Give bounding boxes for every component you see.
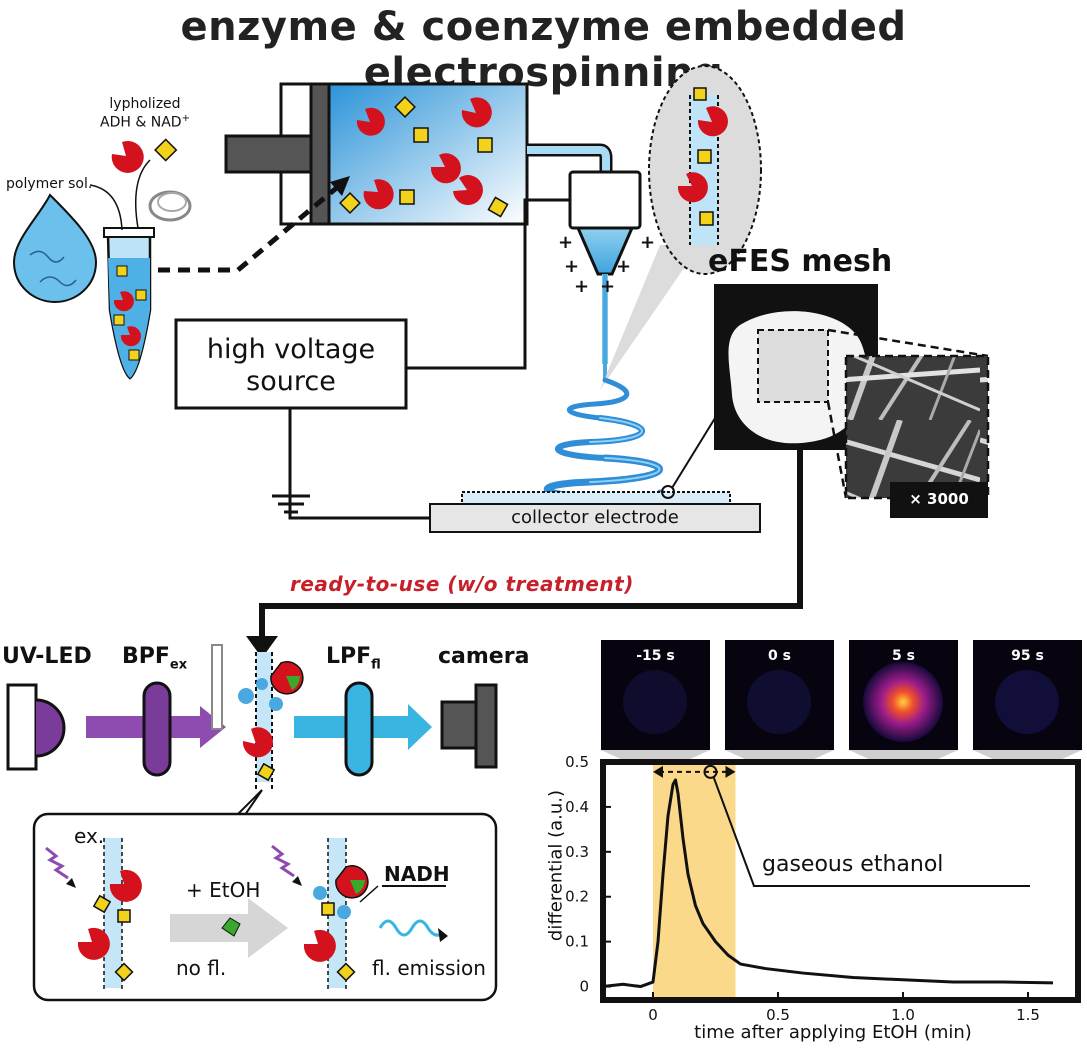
chart-ylabel: differential (a.u.) xyxy=(545,789,567,942)
duration-arrowhead-left xyxy=(653,765,663,778)
exposure-highlight xyxy=(653,762,736,1000)
y-tick-label: 0.3 xyxy=(565,843,589,861)
lyophilized-label-1: lypholized xyxy=(109,96,181,112)
svg-text:+: + xyxy=(640,232,655,253)
wires xyxy=(272,198,570,520)
y-tick-label: 0.1 xyxy=(565,933,589,951)
lpf-label: LPFfl xyxy=(326,644,381,672)
svg-text:+: + xyxy=(616,256,631,277)
bpf-subscript: ex xyxy=(169,657,188,673)
polymer-droplet xyxy=(12,193,98,304)
lpf-subscript: fl xyxy=(371,657,381,673)
camera-label: camera xyxy=(438,644,530,669)
optical-setup xyxy=(6,644,498,829)
charges: ++ ++ ++ xyxy=(558,232,655,297)
duration-arrowhead-right xyxy=(725,765,736,778)
syringe-particles xyxy=(339,96,509,218)
x-tick-label: 1.0 xyxy=(891,1006,915,1024)
thumbnail-label-2: 0 s xyxy=(768,648,791,664)
y-tick-label: 0.2 xyxy=(565,888,589,906)
lyophilized-label-2: ADH & NAD+ xyxy=(80,113,210,131)
high-voltage-line1: high voltage xyxy=(206,334,376,365)
no-fluorescence-label: no fl. xyxy=(176,956,227,980)
y-tick-label: 0.5 xyxy=(565,753,589,771)
annotation-marker xyxy=(703,764,718,779)
thumbnail-label-3: 5 s xyxy=(892,648,915,664)
etoh-label: + EtOH xyxy=(186,878,261,902)
nadh-label: NADH xyxy=(384,862,450,886)
y-tick-label: 0 xyxy=(579,978,589,996)
syringe xyxy=(224,82,613,226)
adh-nad-text: ADH & NAD xyxy=(100,114,182,131)
nad-plus: + xyxy=(181,113,190,124)
chart-xlabel: time after applying EtOH (min) xyxy=(694,1022,972,1043)
eppendorf-tube xyxy=(89,159,192,380)
uv-led-label: UV-LED xyxy=(2,644,92,669)
fluorescence-thumbnails xyxy=(601,640,1082,760)
thumbnail-label-4: 95 s xyxy=(1011,648,1044,664)
fluorescence-emission-label: fl. emission xyxy=(372,956,486,980)
fiber-spiral xyxy=(543,377,670,502)
x-tick-label: 1.5 xyxy=(1016,1006,1040,1024)
x-tick-label: 0 xyxy=(648,1006,658,1024)
figure-title: enzyme & coenzyme embedded electrospinni… xyxy=(180,4,907,96)
annotation-leader xyxy=(712,776,1030,887)
plot-frame xyxy=(600,759,1081,1003)
svg-text:+: + xyxy=(558,232,573,253)
y-tick-label: 0.4 xyxy=(565,798,589,816)
svg-text:+: + xyxy=(600,276,615,297)
fiber-layer xyxy=(461,491,731,505)
fiber-zoom-bubble xyxy=(600,65,762,390)
bpf-text: BPF xyxy=(122,644,170,669)
gaseous-ethanol-label: gaseous ethanol xyxy=(762,852,944,877)
bpf-label: BPFex xyxy=(122,644,187,672)
ethanol-response-chart: 0 0.1 0.2 0.3 0.4 0.5 0 0.5 1.0 1.5 xyxy=(565,753,1081,1024)
polymer-solution-label: polymer sol. xyxy=(6,176,93,192)
high-voltage-line2: source xyxy=(246,366,336,397)
lpf-text: LPF xyxy=(326,644,372,669)
collector-electrode-label: collector electrode xyxy=(511,507,679,528)
transfer-arrow xyxy=(158,183,342,273)
lyophilized-particles xyxy=(111,138,178,173)
x-tick-label: 0.5 xyxy=(766,1006,790,1024)
excitation-label: ex. xyxy=(74,824,105,848)
svg-text:+: + xyxy=(564,256,579,277)
mechanism-inset xyxy=(32,812,498,1002)
thumbnail-label-1: -15 s xyxy=(636,648,675,664)
sem-inset xyxy=(826,328,990,518)
efes-mesh-label: eFES mesh xyxy=(708,244,893,279)
response-line xyxy=(602,778,1054,989)
high-voltage-box xyxy=(174,318,408,410)
flow-arrow xyxy=(259,446,803,640)
magnification-label: × 3000 xyxy=(909,490,969,508)
ready-to-use-label: ready-to-use (w/o treatment) xyxy=(290,572,634,596)
svg-text:+: + xyxy=(574,276,589,297)
